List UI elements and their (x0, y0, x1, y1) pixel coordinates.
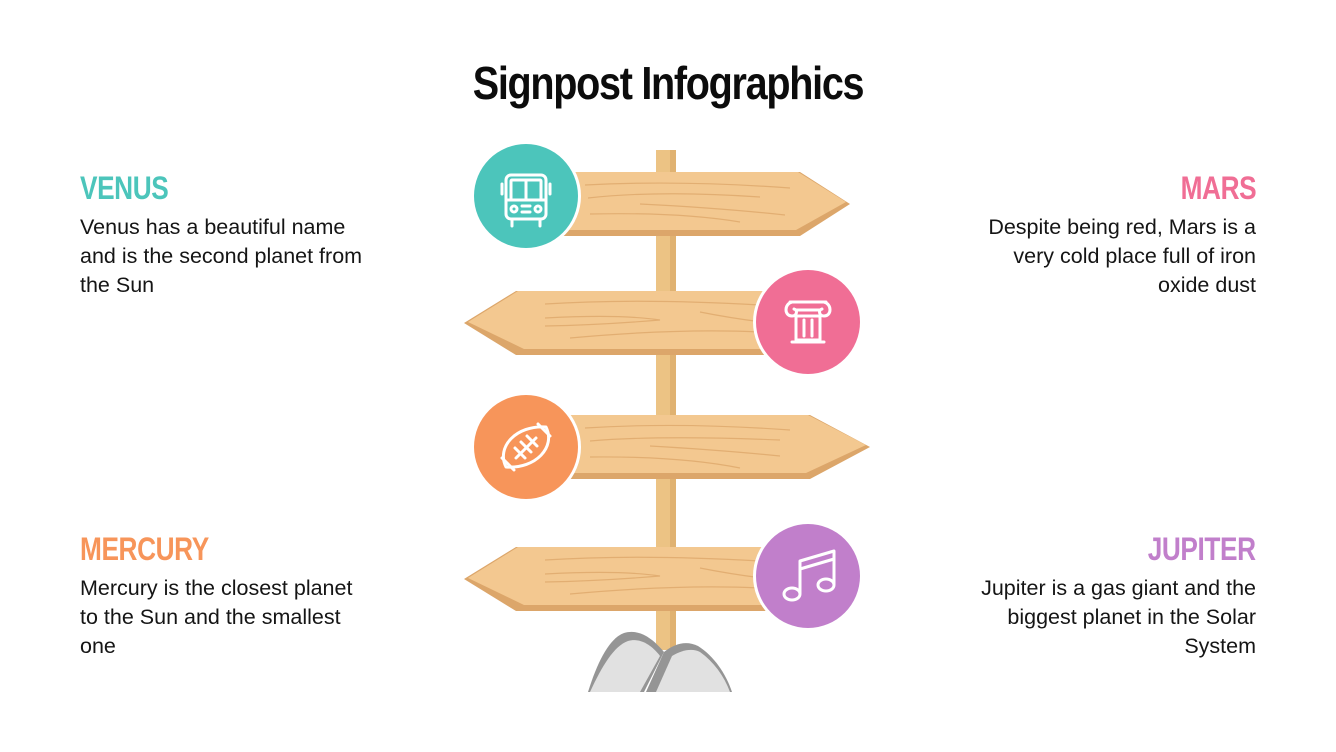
page-title: Signpost Infographics (472, 57, 865, 109)
sign-board-4 (464, 547, 770, 611)
jupiter-block: JUPITER Jupiter is a gas giant and the b… (966, 531, 1256, 661)
mars-description: Despite being red, Mars is a very cold p… (988, 215, 1256, 297)
jupiter-heading: JUPITER (1148, 531, 1256, 567)
mercury-description: Mercury is the closest planet to the Sun… (80, 576, 353, 658)
venus-heading: VENUS (80, 170, 169, 206)
music-note-icon (753, 521, 863, 631)
mars-heading: MARS (1180, 170, 1256, 206)
sign-board-1 (560, 172, 850, 236)
post (656, 150, 676, 650)
column-icon (753, 267, 863, 377)
sign-board-2 (464, 291, 770, 355)
bus-icon (471, 141, 581, 251)
venus-block: VENUS Venus has a beautiful name and is … (80, 170, 370, 300)
mercury-heading: MERCURY (80, 531, 209, 567)
mars-block: MARS Despite being red, Mars is a very c… (966, 170, 1256, 300)
football-icon (471, 392, 581, 502)
sign-board-3 (560, 415, 870, 479)
venus-description: Venus has a beautiful name and is the se… (80, 215, 363, 297)
rock-base (588, 631, 732, 692)
mercury-block: MERCURY Mercury is the closest planet to… (80, 531, 370, 661)
jupiter-description: Jupiter is a gas giant and the biggest p… (981, 576, 1256, 658)
